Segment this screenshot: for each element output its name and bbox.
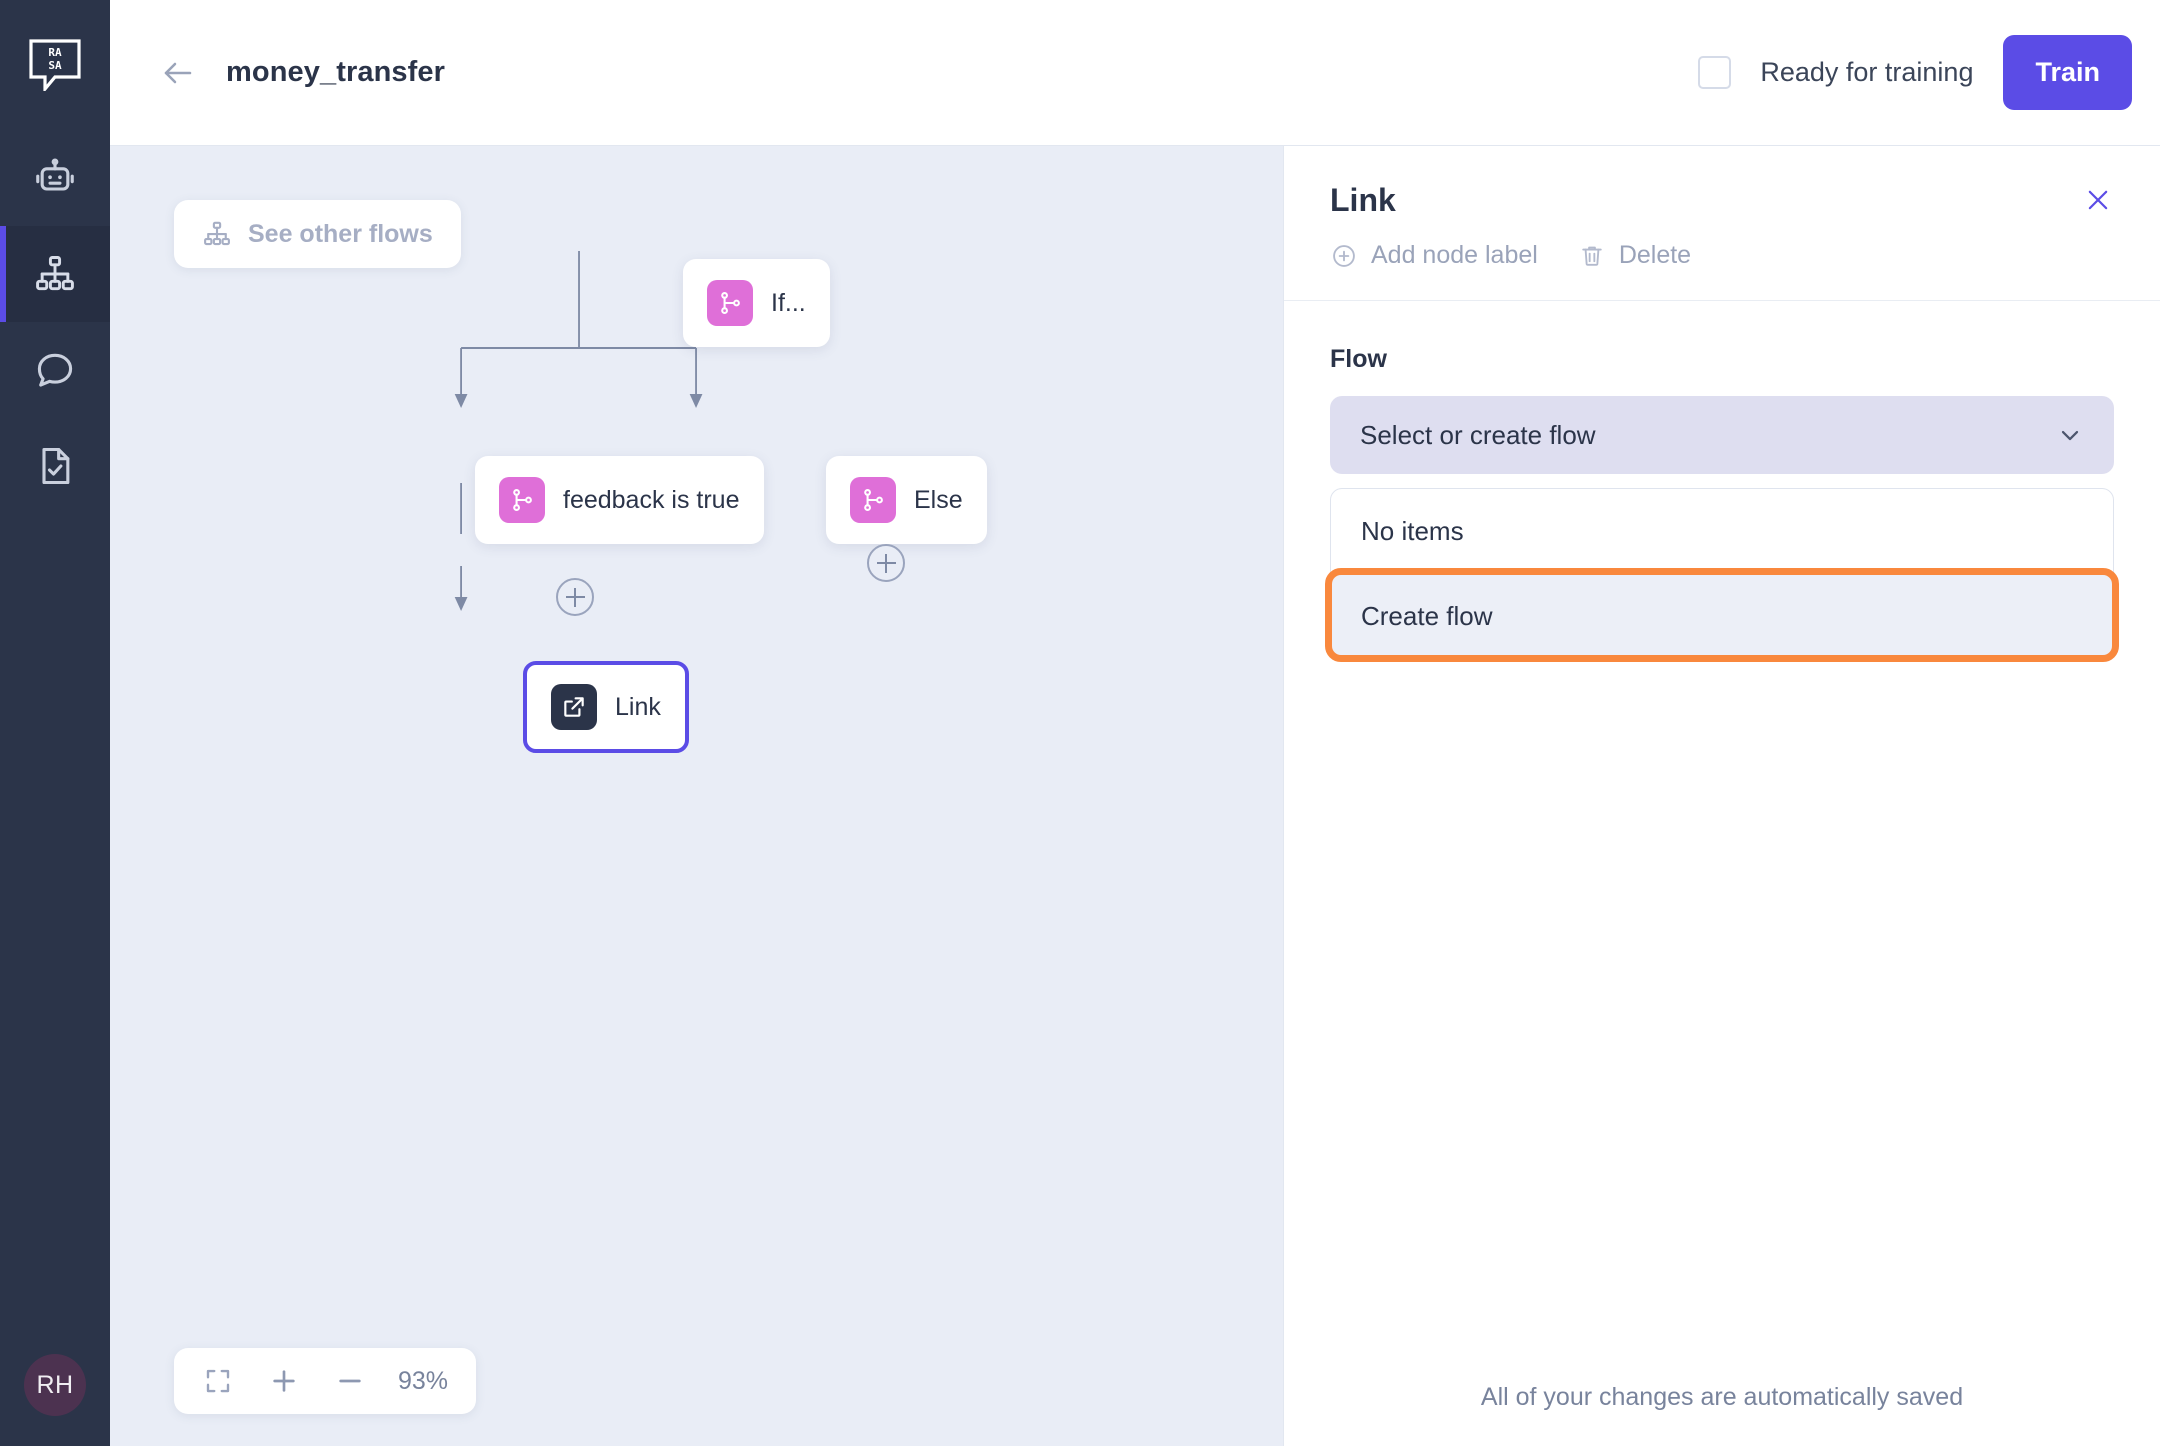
panel-body: Flow Select or create flow No items Crea… <box>1284 301 2160 662</box>
panel-header: Link <box>1284 146 2160 301</box>
flow-node-if[interactable]: If... <box>683 259 830 347</box>
add-node-label-button[interactable]: Add node label <box>1330 241 1538 270</box>
branch-icon-wrap <box>499 477 545 523</box>
robot-icon <box>36 158 74 191</box>
rasa-logo-icon: RA SA <box>29 39 81 91</box>
topbar-actions: Ready for training Train <box>1698 35 2132 110</box>
zoom-level: 93% <box>398 1366 449 1395</box>
branch-icon-wrap <box>850 477 896 523</box>
zoom-out-button[interactable] <box>328 1359 372 1403</box>
sidebar-item-tests[interactable] <box>0 418 110 514</box>
plus-icon <box>273 1370 295 1392</box>
svg-text:RA: RA <box>48 46 62 59</box>
chevron-down-icon <box>2056 421 2084 449</box>
flow-node-link[interactable]: Link <box>523 661 689 753</box>
node-properties-panel: Link <box>1283 146 2160 1446</box>
flow-canvas[interactable]: See other flows <box>110 146 1283 1446</box>
close-icon <box>2088 190 2108 210</box>
sidebar: RA SA <box>0 0 110 1446</box>
add-node-label-text: Add node label <box>1371 241 1538 269</box>
external-link-icon <box>564 697 584 717</box>
panel-title-row: Link <box>1330 182 2116 219</box>
fit-screen-icon <box>206 1369 230 1393</box>
fit-screen-button[interactable] <box>196 1359 240 1403</box>
dropdown-item-no-items: No items <box>1361 516 1464 546</box>
document-check-icon <box>42 447 70 485</box>
brand-logo[interactable]: RA SA <box>0 0 110 130</box>
flow-select-value: Select or create flow <box>1360 419 1596 450</box>
branch-icon-wrap <box>707 280 753 326</box>
topbar: money_transfer Ready for training Train <box>110 0 2160 146</box>
avatar[interactable]: RH <box>24 1354 86 1416</box>
sidebar-item-conversations[interactable] <box>0 322 110 418</box>
see-other-flows-label: See other flows <box>248 219 433 248</box>
flow-field-label: Flow <box>1330 345 1387 373</box>
branch-icon <box>513 489 532 511</box>
chat-bubble-icon <box>37 353 73 387</box>
delete-node-button[interactable]: Delete <box>1578 241 1691 270</box>
zoom-in-button[interactable] <box>262 1359 306 1403</box>
see-other-flows-button[interactable]: See other flows <box>174 200 461 268</box>
flows-hierarchy-icon <box>204 221 230 246</box>
dropdown-item-create-flow[interactable]: Create flow <box>1331 574 2113 659</box>
flow-node-label: feedback is true <box>563 485 740 514</box>
sidebar-item-flows[interactable] <box>0 226 110 322</box>
main-area: money_transfer Ready for training Train <box>110 0 2160 1446</box>
avatar-initials: RH <box>36 1370 74 1399</box>
zoom-controls: 93% <box>174 1348 477 1414</box>
minus-icon <box>339 1379 361 1383</box>
add-node-button-after-feedback[interactable] <box>556 578 594 616</box>
flow-select[interactable]: Select or create flow <box>1330 396 2114 474</box>
flow-node-label: If... <box>771 288 806 317</box>
sidebar-item-assistant[interactable] <box>0 130 110 226</box>
branch-icon <box>864 489 883 511</box>
panel-title: Link <box>1330 182 1396 218</box>
workspace: See other flows <box>110 146 2160 1446</box>
add-node-button-after-else[interactable] <box>867 544 905 582</box>
close-panel-button[interactable] <box>2080 182 2116 218</box>
plus-circle-icon <box>1333 244 1355 267</box>
external-link-icon-wrap <box>551 684 597 730</box>
svg-text:SA: SA <box>48 59 62 72</box>
panel-footer: All of your changes are automatically sa… <box>1284 1383 2160 1446</box>
train-button[interactable]: Train <box>2003 35 2132 110</box>
autosave-note: All of your changes are automatically sa… <box>1480 1383 1964 1411</box>
delete-node-text: Delete <box>1618 241 1692 269</box>
ready-for-training-label: Ready for training <box>1760 57 1974 87</box>
flow-node-label: Else <box>914 485 963 514</box>
flow-node-feedback-is-true[interactable]: feedback is true <box>475 456 764 544</box>
flow-node-label: Link <box>615 692 661 721</box>
flow-node-else[interactable]: Else <box>826 456 987 544</box>
panel-actions: Add node label Delete <box>1330 241 2116 270</box>
ready-for-training-checkbox[interactable] <box>1698 56 1732 89</box>
flows-hierarchy-icon <box>36 256 74 291</box>
flow-dropdown-list: No items Create flow <box>1325 488 2119 662</box>
page-title: money_transfer <box>226 56 445 88</box>
back-button[interactable] <box>152 47 204 99</box>
trash-icon <box>1582 246 1602 266</box>
branch-icon <box>721 292 740 314</box>
arrow-left-icon <box>164 62 192 83</box>
